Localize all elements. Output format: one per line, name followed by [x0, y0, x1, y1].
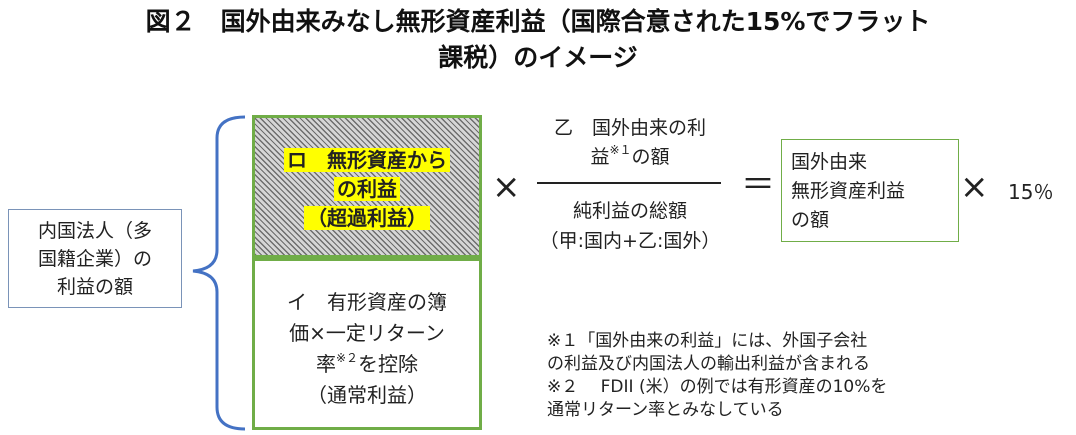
excess-profit-box: ロ 無形資産から の利益 （超過利益）: [252, 115, 482, 258]
normal-profit-line: 率※２を控除: [315, 351, 419, 376]
footnote-line: ※２ FDII (米）の例では有形資産の10%を: [547, 377, 888, 397]
diagram-title-line-1: 図２ 国外由来みなし無形資産利益（国際合意された15%でフラット: [145, 7, 931, 36]
denominator-line: （甲:国内+乙:国外）: [539, 230, 721, 252]
result-box-line: の額: [791, 209, 830, 231]
numerator-line: 益※１の額: [590, 143, 670, 168]
equals-operator: ＝: [741, 165, 775, 205]
domestic-corporation-profit-box: 内国法人（多 国籍企業）の 利益の額: [8, 209, 182, 308]
note-2-marker: ※２: [335, 351, 359, 365]
left-box-line: 国籍企業）の: [37, 247, 152, 270]
fraction-denominator: 純利益の総額 （甲:国内+乙:国外）: [505, 196, 755, 256]
note-1-marker: ※１: [609, 143, 632, 157]
multiply-operator: ×: [492, 167, 521, 207]
normal-profit-line: イ 有形資産の簿: [287, 290, 447, 314]
curly-brace: [192, 115, 246, 431]
multiply-operator: ×: [960, 167, 989, 207]
normal-profit-box: イ 有形資産の簿 価×一定リターン 率※２を控除 （通常利益）: [252, 258, 482, 430]
footnote-line: ※１「国外由来の利益」には、外国子会社: [547, 331, 868, 351]
excess-profit-line: の利益: [334, 177, 400, 201]
normal-profit-line: 価×一定リターン: [289, 321, 445, 345]
left-box-line: 利益の額: [56, 275, 133, 298]
result-box-line: 無形資産利益: [791, 180, 906, 202]
foreign-intangible-profit-box: 国外由来 無形資産利益 の額: [781, 139, 959, 242]
left-box-line: 内国法人（多: [37, 219, 152, 242]
result-box-line: 国外由来: [791, 151, 868, 173]
fraction-numerator: 乙 国外由来の利 益※１の額: [505, 114, 755, 172]
footnotes: ※１「国外由来の利益」には、外国子会社 の利益及び内国法人の輸出利益が含まれる …: [547, 330, 887, 422]
fraction-bar: [537, 182, 721, 184]
tax-rate: 15％: [1008, 180, 1054, 204]
footnote-line: 通常リターン率とみなしている: [547, 400, 784, 420]
footnote-line: の利益及び内国法人の輸出利益が含まれる: [547, 354, 870, 374]
numerator-line: 乙 国外由来の利: [553, 117, 706, 139]
denominator-line: 純利益の総額: [572, 200, 687, 222]
normal-profit-line: （通常利益）: [307, 383, 427, 407]
excess-profit-line: （超過利益）: [304, 206, 430, 230]
excess-profit-line: ロ 無形資産から: [284, 148, 450, 172]
diagram-title-line-2: 課税）のイメージ: [438, 43, 638, 72]
